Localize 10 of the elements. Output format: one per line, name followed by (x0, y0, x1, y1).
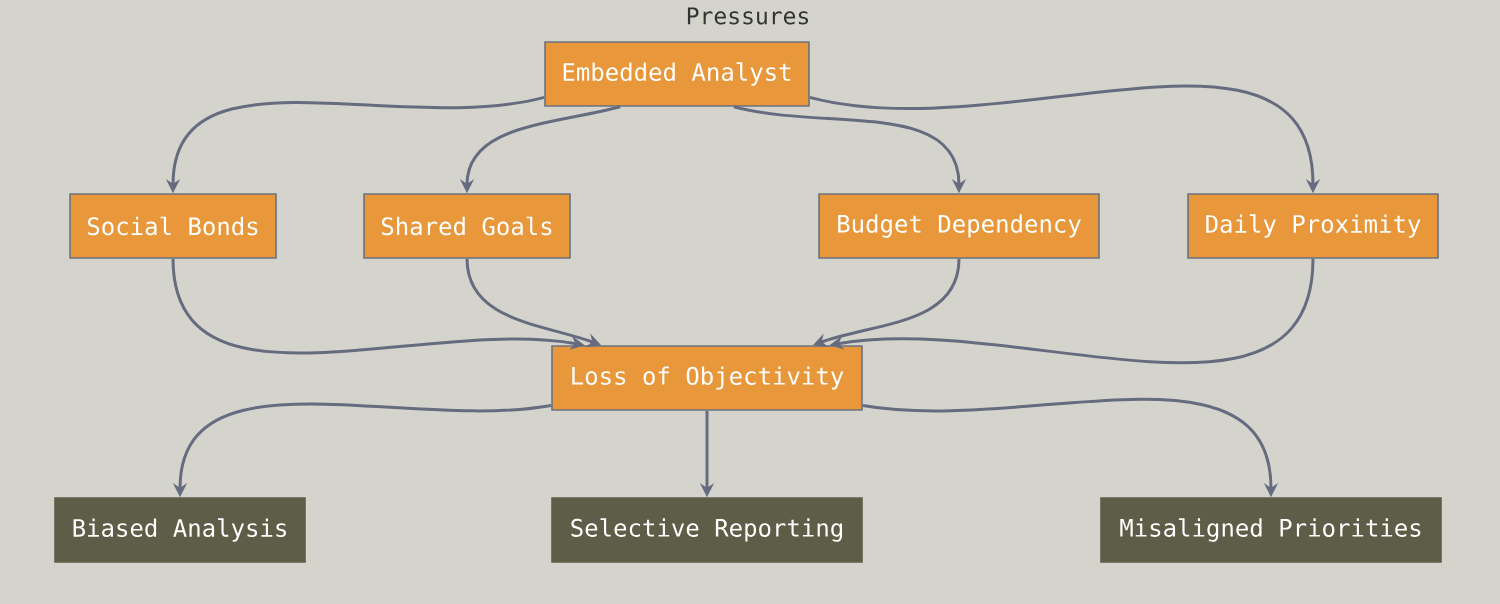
process-box: Selective Reporting (551, 497, 863, 563)
process-box: Misaligned Priorities (1100, 497, 1442, 563)
process-box: Shared Goals (363, 193, 571, 259)
process-box: Biased Analysis (54, 497, 306, 563)
process-box: Budget Dependency (818, 193, 1100, 259)
process-box: Daily Proximity (1187, 193, 1439, 259)
diagram-title: Pressures (687, 7, 809, 25)
process-box: Loss of Objectivity (551, 345, 863, 411)
process-box: Social Bonds (69, 193, 277, 259)
process-box: Embedded Analyst (544, 41, 810, 107)
